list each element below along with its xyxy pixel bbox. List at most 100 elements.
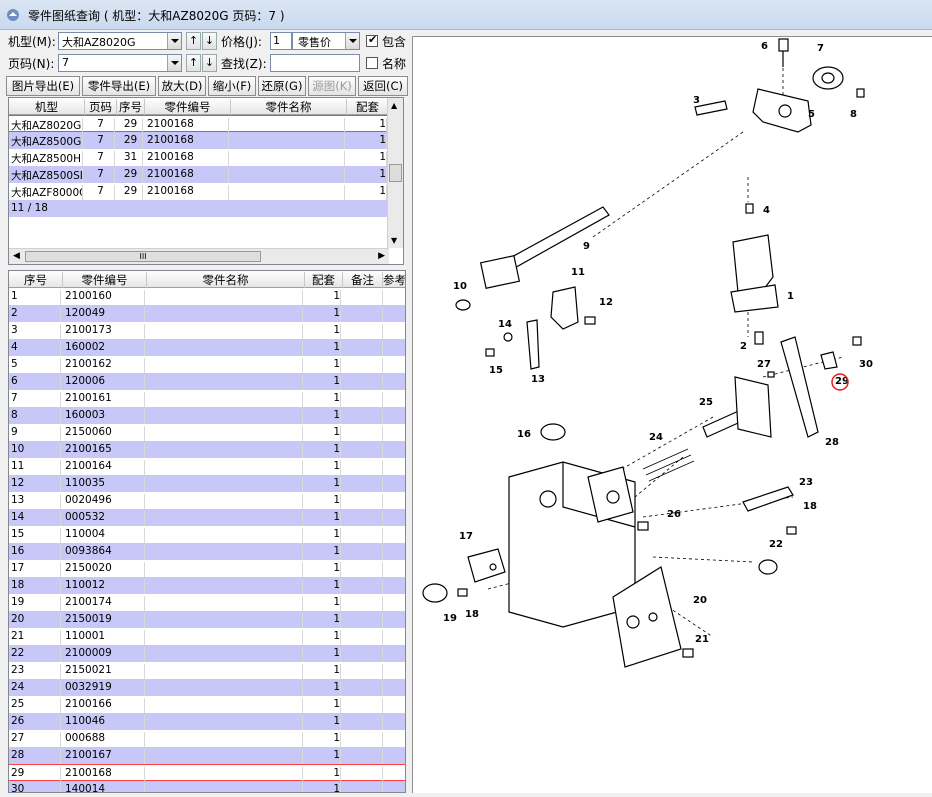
scroll-right-icon[interactable]: ▶ <box>378 251 385 261</box>
part-label-7[interactable]: 7 <box>817 43 824 54</box>
part-label-1[interactable]: 1 <box>787 291 794 302</box>
model-grid-col-header[interactable]: 零件名称 <box>231 99 347 115</box>
price-type-combo[interactable]: 零售价 <box>292 32 360 50</box>
parts-grid-col-header[interactable]: 参考 <box>383 273 406 287</box>
part-label-22[interactable]: 22 <box>769 539 783 550</box>
parts-grid-col-header[interactable]: 配套 <box>305 272 343 288</box>
page-combo[interactable]: 7 <box>58 54 182 72</box>
scroll-up-icon[interactable]: ▲ <box>391 101 398 110</box>
parts-grid-col-header[interactable]: 零件名称 <box>147 272 305 288</box>
scroll-thumb[interactable] <box>389 164 402 182</box>
model-grid-col-header[interactable]: 配套 <box>347 99 389 115</box>
part-label-27[interactable]: 27 <box>757 359 771 370</box>
part-label-13[interactable]: 13 <box>531 374 545 385</box>
model-grid-hscroll[interactable]: ◀ III ▶ <box>9 248 389 264</box>
chevron-down-icon[interactable] <box>345 33 359 49</box>
part-label-23[interactable]: 23 <box>799 477 813 488</box>
model-up-button[interactable]: ↑ <box>186 32 201 50</box>
part-label-3[interactable]: 3 <box>693 95 700 106</box>
model-grid-vscroll[interactable]: ▲ ▼ <box>387 98 403 248</box>
name-checkbox[interactable] <box>366 57 378 69</box>
part-label-14[interactable]: 14 <box>498 319 512 330</box>
part-label-21[interactable]: 21 <box>695 634 709 645</box>
chevron-down-icon[interactable] <box>167 55 181 71</box>
model-grid-col-header[interactable]: 序号 <box>117 99 145 115</box>
page-down-button[interactable]: ↓ <box>202 54 217 72</box>
chevron-down-icon[interactable] <box>167 33 181 49</box>
parts-grid-col-header[interactable]: 序号 <box>9 272 63 288</box>
part-label-18[interactable]: 18 <box>465 609 479 620</box>
find-input[interactable] <box>270 54 360 72</box>
back-button[interactable]: 返回(C) <box>358 76 408 96</box>
model-grid-col-header[interactable]: 机型 <box>9 99 85 115</box>
part-label-29[interactable]: 29 <box>835 376 849 387</box>
part-label-10[interactable]: 10 <box>453 281 467 292</box>
model-grid-col-header[interactable]: 零件编号 <box>145 99 231 115</box>
export-parts-button[interactable]: 零件导出(E) <box>82 76 156 96</box>
part-label-28[interactable]: 28 <box>825 437 839 448</box>
part-label-19[interactable]: 19 <box>443 613 457 624</box>
model-grid-col-header[interactable]: 页码 <box>85 99 117 115</box>
part-label-24[interactable]: 24 <box>649 432 663 443</box>
zoom-out-button[interactable]: 缩小(F) <box>208 76 256 96</box>
parts-diagram[interactable]: 1234567891011121314151617181819202122232… <box>413 37 932 794</box>
part-label-25[interactable]: 25 <box>699 397 713 408</box>
scroll-down-icon[interactable]: ▼ <box>391 236 398 245</box>
part-label-30[interactable]: 30 <box>859 359 873 370</box>
page-up-button[interactable]: ↑ <box>186 54 201 72</box>
parts-grid-col-header[interactable]: 零件编号 <box>63 272 147 288</box>
model-down-button[interactable]: ↓ <box>202 32 217 50</box>
export-image-button[interactable]: 图片导出(E) <box>6 76 80 96</box>
model-combo[interactable]: 大和AZ8020G <box>58 32 182 50</box>
include-checkbox[interactable] <box>366 33 378 47</box>
part-label-20[interactable]: 20 <box>693 595 707 606</box>
hscroll-thumb[interactable]: III <box>25 251 261 262</box>
part-label-8[interactable]: 8 <box>850 109 857 120</box>
part-label-15[interactable]: 15 <box>489 365 503 376</box>
part-label-4[interactable]: 4 <box>763 205 770 216</box>
part-label-26[interactable]: 26 <box>667 509 681 520</box>
price-input[interactable]: 1 <box>270 32 292 50</box>
part-label-2[interactable]: 2 <box>740 341 747 352</box>
zoom-in-button[interactable]: 放大(D) <box>158 76 206 96</box>
original-image-button[interactable]: 源图(K) <box>308 76 356 96</box>
part-label-16[interactable]: 16 <box>517 429 531 440</box>
part-label-5[interactable]: 5 <box>808 109 815 120</box>
part-label-12[interactable]: 12 <box>599 297 613 308</box>
